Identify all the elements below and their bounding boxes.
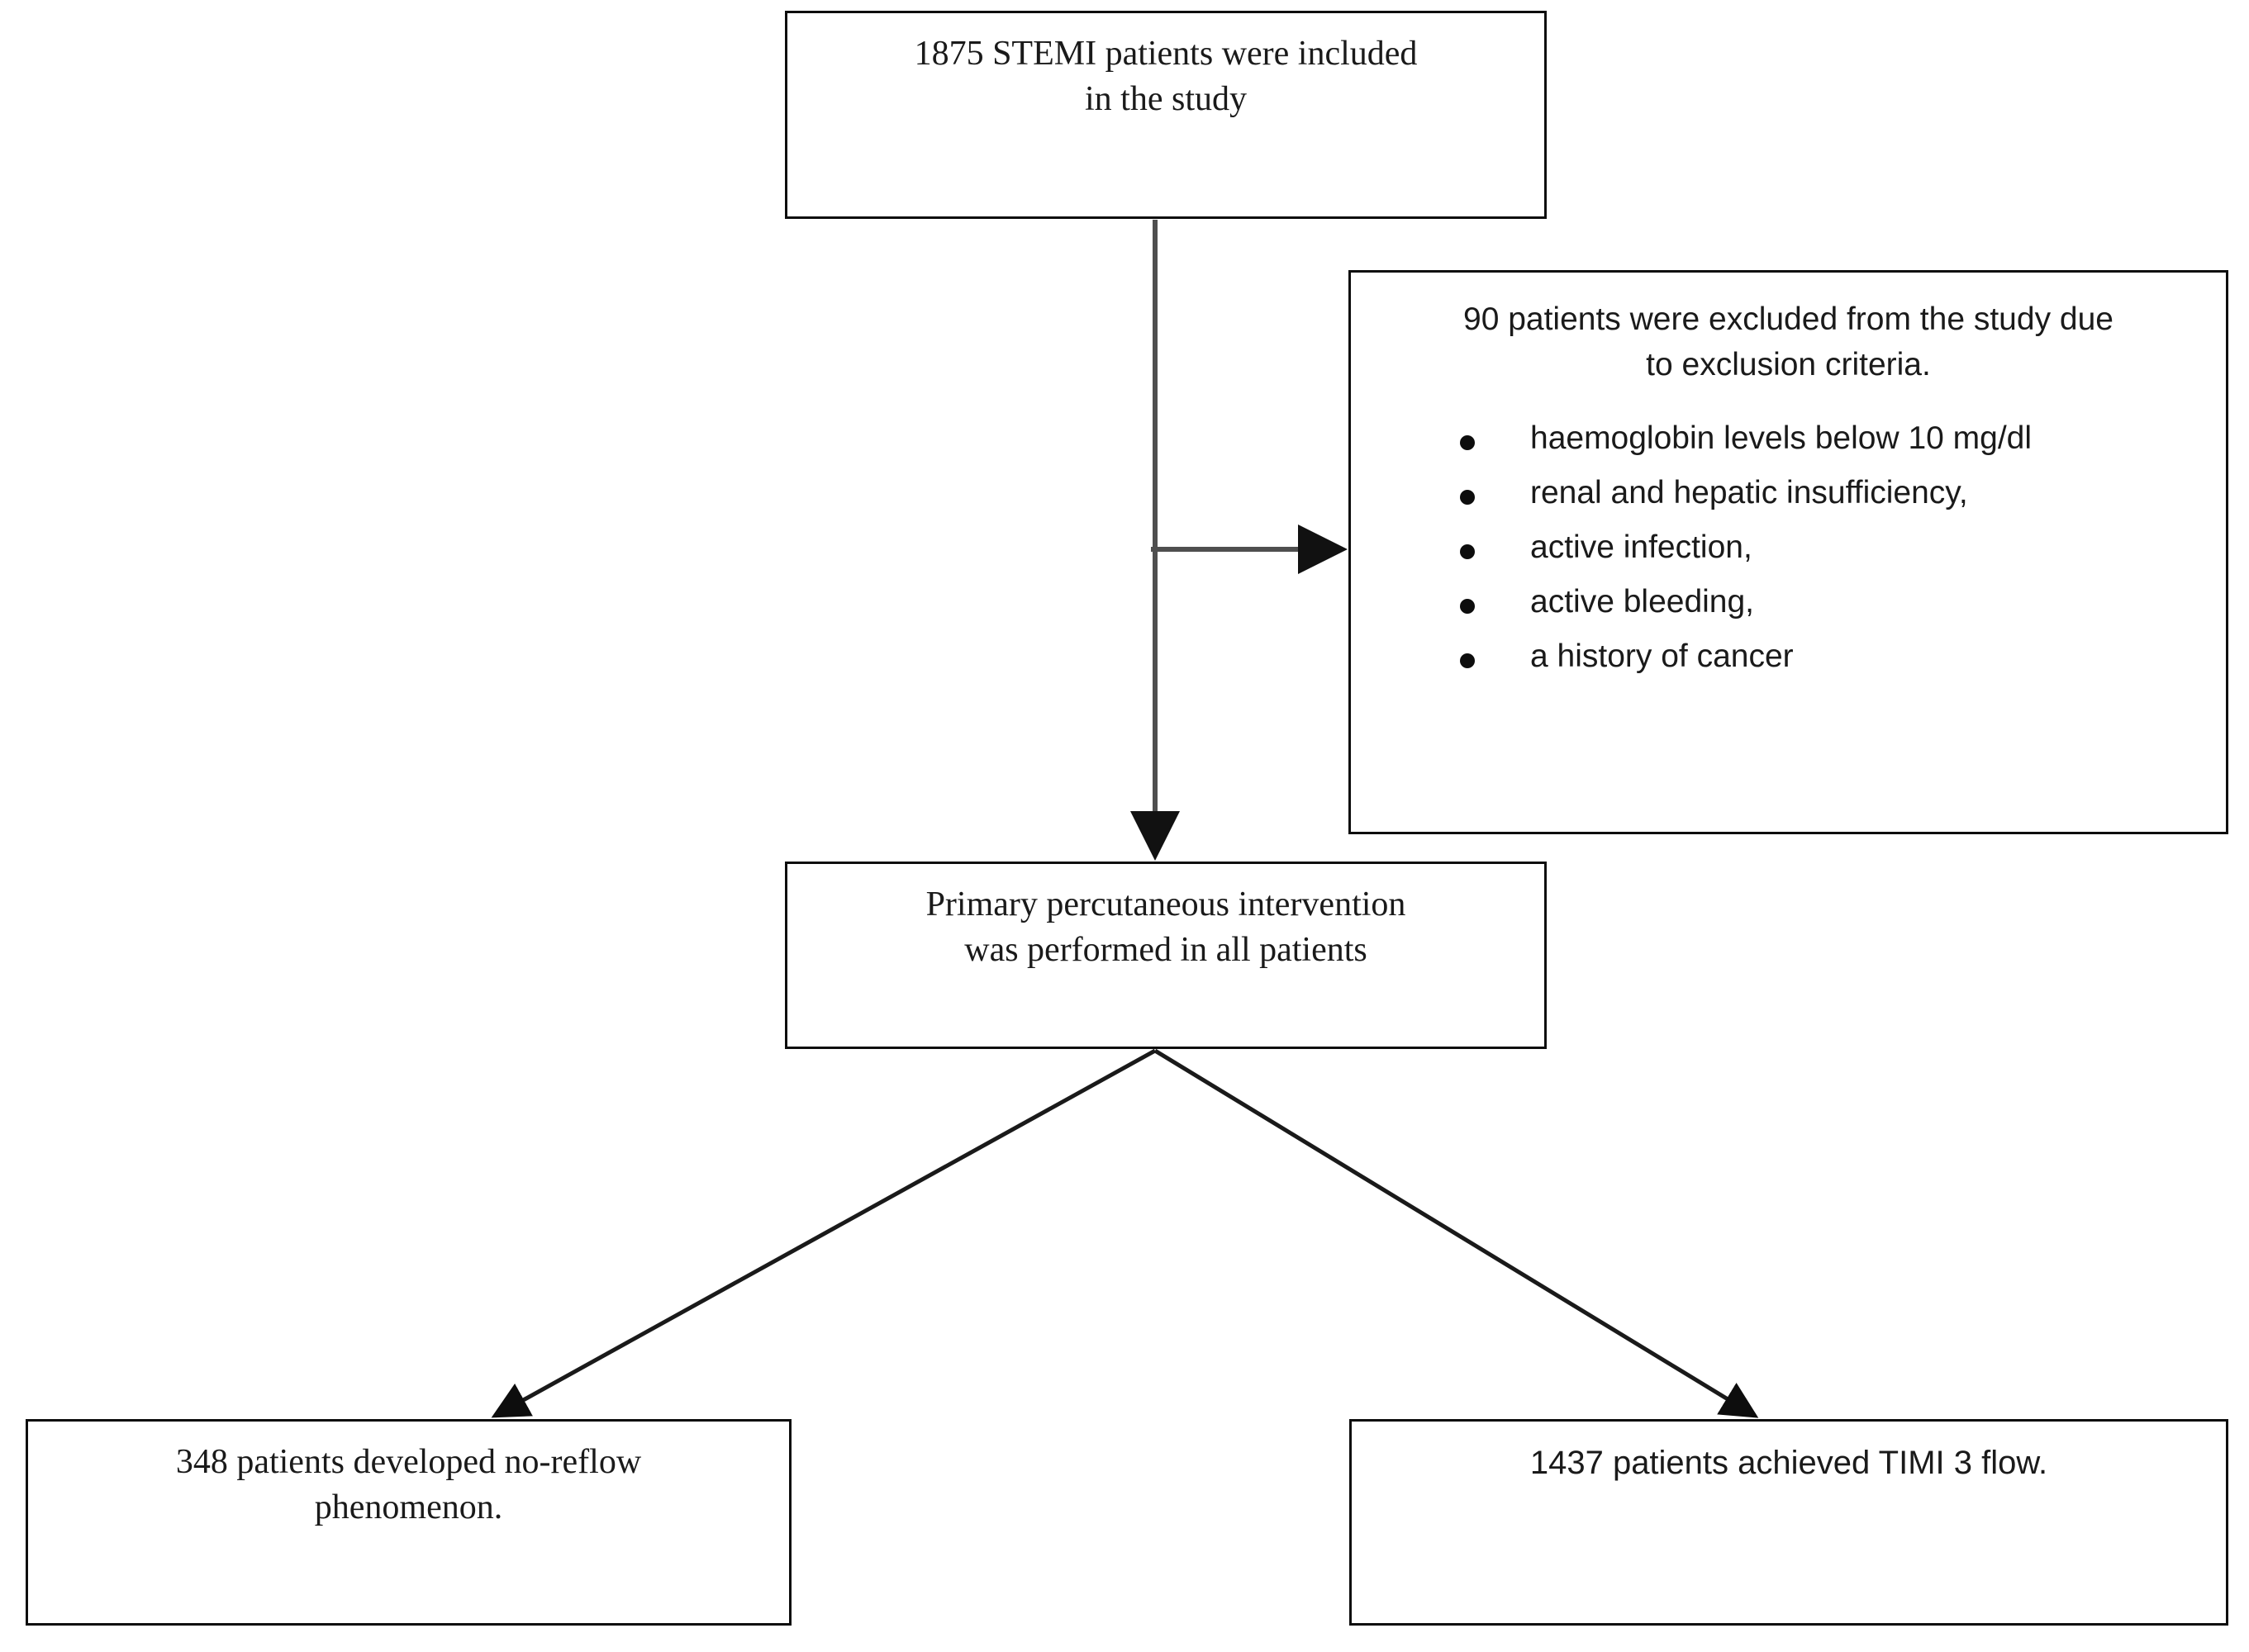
- list-item: haemoglobin levels below 10 mg/dl: [1460, 420, 2226, 457]
- list-item: active bleeding,: [1460, 584, 2226, 620]
- node-included-line2: in the study: [1085, 79, 1247, 118]
- exclusion-criteria-list: haemoglobin levels below 10 mg/dl renal …: [1351, 387, 2226, 693]
- node-timi-text: 1437 patients achieved TIMI 3 flow.: [1529, 1445, 2048, 1481]
- list-item: renal and hepatic insufficiency,: [1460, 475, 2226, 511]
- node-excluded-heading-line2: to exclusion criteria.: [1646, 346, 1931, 382]
- exclusion-criterion-label: haemoglobin levels below 10 mg/dl: [1530, 420, 2033, 457]
- node-included-text: 1875 STEMI patients were included in the…: [754, 13, 1577, 121]
- node-noreflow-text: 348 patients developed no-reflow phenome…: [3, 1422, 814, 1530]
- node-pci-text: Primary percutaneous intervention was pe…: [763, 864, 1569, 972]
- bullet-icon: [1460, 490, 1475, 506]
- exclusion-criterion-label: active infection,: [1530, 529, 1752, 566]
- node-pci-line2: was performed in all patients: [964, 930, 1367, 969]
- node-excluded-heading-line1: 90 patients were excluded from the study…: [1463, 301, 2113, 337]
- exclusion-criterion-label: renal and hepatic insufficiency,: [1530, 475, 1968, 511]
- node-excluded-heading: 90 patients were excluded from the study…: [1351, 273, 2226, 387]
- node-noreflow-line1: 348 patients developed no-reflow: [175, 1443, 642, 1481]
- node-noreflow-line2: phenomenon.: [314, 1488, 503, 1526]
- bullet-icon: [1460, 435, 1475, 451]
- node-included-patients: 1875 STEMI patients were included in the…: [785, 11, 1547, 219]
- list-item: active infection,: [1460, 529, 2226, 566]
- edge-pci-to-noreflow: [491, 1048, 1157, 1418]
- edge-pci-to-timi: [1153, 1048, 1759, 1418]
- exclusion-criterion-label: active bleeding,: [1530, 584, 1755, 620]
- bullet-icon: [1460, 653, 1475, 669]
- bullet-icon: [1460, 599, 1475, 615]
- list-item: a history of cancer: [1460, 638, 2226, 675]
- exclusion-criterion-label: a history of cancer: [1530, 638, 1794, 675]
- bullet-icon: [1460, 544, 1475, 560]
- node-timi-3-flow: 1437 patients achieved TIMI 3 flow.: [1349, 1419, 2228, 1626]
- node-no-reflow: 348 patients developed no-reflow phenome…: [26, 1419, 792, 1626]
- node-primary-pci: Primary percutaneous intervention was pe…: [785, 862, 1547, 1049]
- node-excluded-patients: 90 patients were excluded from the study…: [1348, 270, 2228, 834]
- node-pci-line1: Primary percutaneous intervention: [925, 885, 1406, 923]
- node-included-line1: 1875 STEMI patients were included: [914, 35, 1418, 73]
